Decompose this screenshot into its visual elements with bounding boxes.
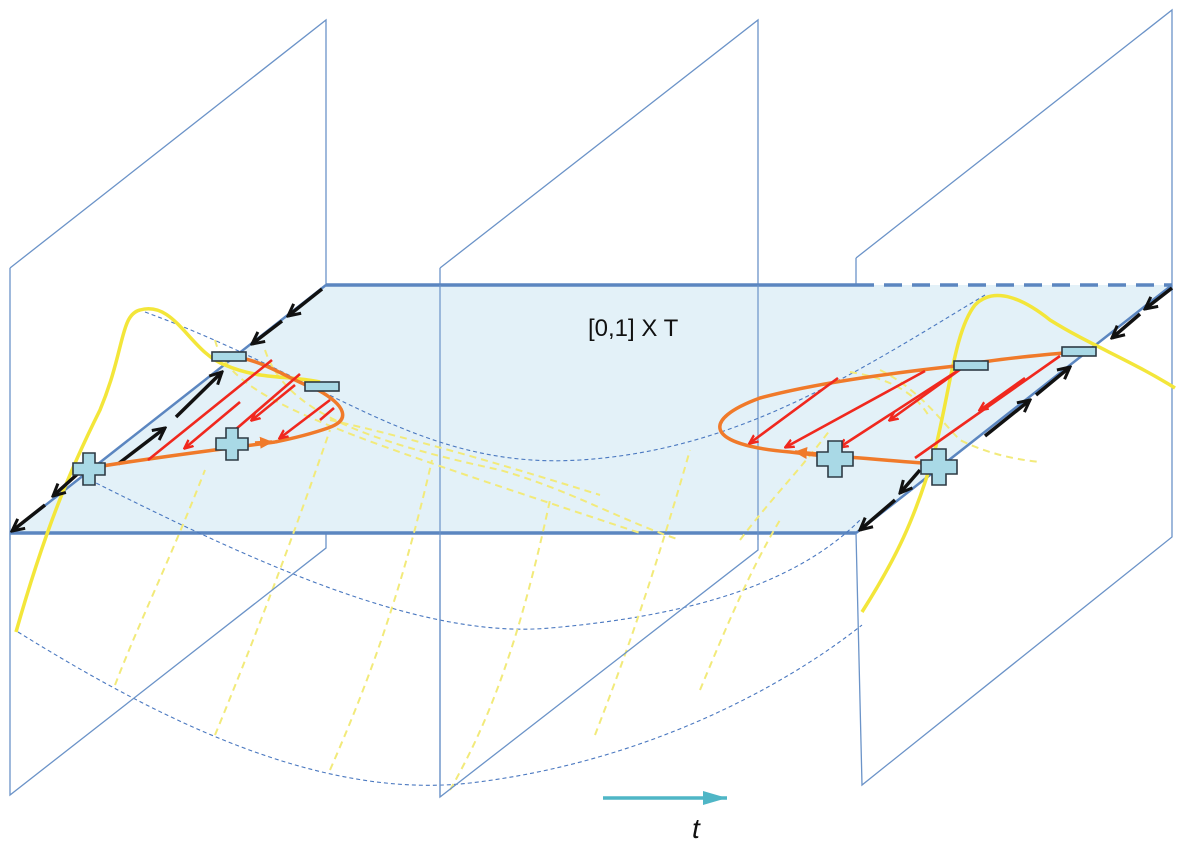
sign-markers — [72, 346, 1097, 486]
minus-sign-left-2 — [304, 381, 340, 392]
black-boundary-arrows-left — [12, 287, 324, 531]
minus-sign-right-2 — [1061, 346, 1097, 357]
plus-sign-left-1 — [72, 452, 106, 486]
red-arrows-left — [147, 358, 335, 462]
time-axis-label: t — [692, 813, 701, 844]
plus-sign-right-2 — [920, 448, 958, 486]
fiber-plane-fronts — [9, 530, 1173, 799]
orange-loop-left — [89, 355, 345, 470]
minus-sign-right-1 — [953, 360, 989, 371]
base-plane — [10, 285, 1172, 533]
yellow-curve-left — [14, 306, 321, 633]
minus-sign-left-1 — [211, 351, 247, 362]
yellow-profile-curves — [14, 293, 1176, 633]
fiber-plane-right — [855, 8, 1173, 530]
domain-label: [0,1] X T — [588, 315, 679, 342]
dashed-yellow-profiles — [114, 339, 1041, 791]
black-boundary-arrows-right — [860, 286, 1174, 530]
red-arrows-right — [750, 354, 1061, 460]
yellow-curve-right — [860, 293, 1176, 613]
plus-sign-right-1 — [816, 440, 854, 478]
plus-sign-left-2 — [215, 427, 249, 461]
